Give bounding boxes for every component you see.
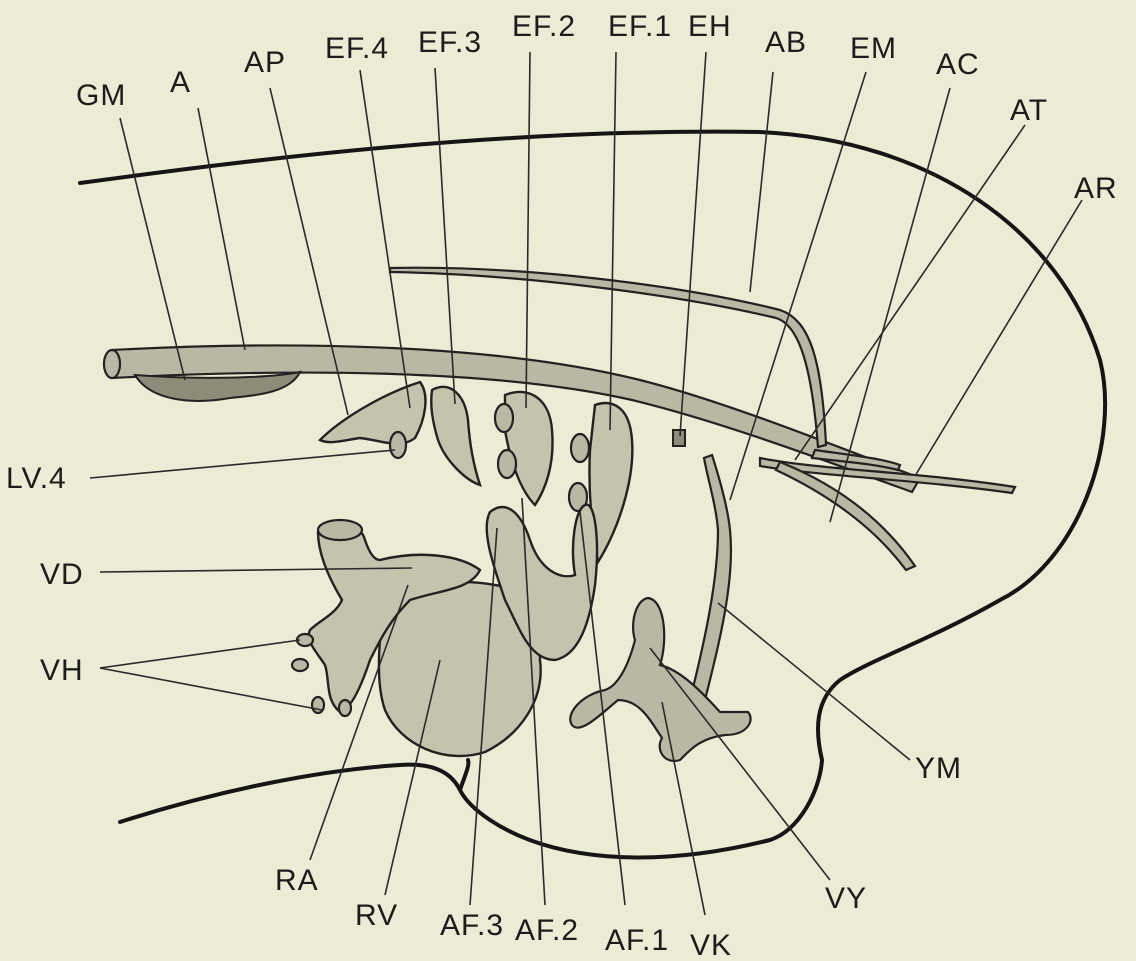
label-eh: EH [688, 10, 732, 43]
label-ar: AR [1074, 172, 1118, 205]
leader-vh-2 [100, 668, 322, 710]
leader-vh-1 [100, 640, 300, 668]
heart [292, 505, 597, 756]
leader-ym [718, 603, 910, 760]
label-af1: AF.1 [605, 924, 669, 957]
label-a: A [170, 66, 191, 99]
label-ab: AB [765, 26, 807, 59]
label-vk: VK [690, 929, 732, 961]
label-em: EM [850, 32, 897, 65]
label-at: AT [1010, 94, 1048, 127]
leader-a [198, 108, 245, 350]
label-vy: VY [825, 882, 867, 915]
leader-at [795, 125, 1025, 460]
label-lv4: LV.4 [6, 462, 67, 495]
label-ef3: EF.3 [418, 26, 482, 59]
label-vh: VH [40, 654, 84, 687]
label-af3: AF.3 [440, 909, 504, 942]
leader-ac [830, 88, 950, 522]
leader-ef2 [526, 52, 530, 408]
label-ef2: EF.2 [512, 10, 576, 43]
leader-gm [120, 118, 185, 380]
label-af2: AF.2 [515, 914, 579, 947]
label-vd: VD [40, 558, 84, 591]
label-ef1: EF.1 [608, 10, 672, 43]
leader-eh [680, 52, 706, 436]
label-ap: AP [244, 46, 286, 79]
label-ac: AC [936, 48, 980, 81]
leader-ab [750, 72, 773, 292]
label-ra: RA [275, 864, 319, 897]
label-gm: GM [76, 79, 126, 112]
leader-ar [915, 200, 1082, 476]
leader-lv4 [90, 450, 395, 478]
label-ef4: EF.4 [325, 32, 389, 65]
label-rv: RV [355, 899, 398, 932]
dorsal-aorta [104, 345, 1015, 570]
label-ym: YM [915, 752, 962, 785]
gut-mass [135, 372, 300, 401]
